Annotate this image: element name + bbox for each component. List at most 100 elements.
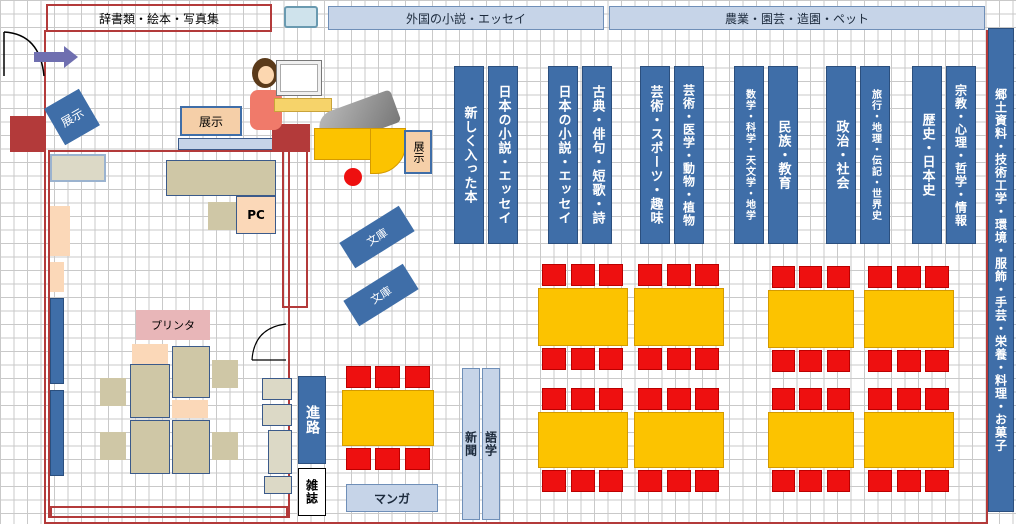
chair — [799, 266, 823, 288]
bottom-bench — [50, 506, 288, 518]
cabinet-4 — [264, 476, 292, 494]
chair — [542, 470, 566, 492]
chair — [826, 266, 850, 288]
chair — [695, 388, 720, 410]
cabinet-2 — [262, 404, 292, 426]
chair — [375, 366, 401, 388]
shelf-arts-sports: 芸術・スポーツ・趣味 — [640, 66, 670, 244]
outer-wall — [44, 30, 988, 524]
cabinet-1 — [262, 378, 292, 400]
reading-table — [634, 288, 724, 346]
red-block-left — [10, 116, 44, 152]
red-stool — [344, 168, 362, 186]
chair — [826, 350, 850, 372]
reading-table — [342, 390, 434, 446]
scanner-desk — [314, 128, 374, 160]
shelf-arts-medicine: 芸術・医学・動物・植物 — [674, 66, 704, 244]
reading-table — [864, 412, 954, 468]
shelf-math-science: 数学・科学・天文学・地学 — [734, 66, 764, 244]
chair — [868, 350, 892, 372]
sign-foreign-novels: 外国の小説・エッセイ — [328, 6, 604, 30]
chair — [404, 366, 430, 388]
chair — [375, 448, 401, 470]
chair — [666, 388, 691, 410]
chair — [542, 348, 566, 370]
shelf-folk-education: 民族・教育 — [768, 66, 798, 244]
table-a2 — [172, 346, 210, 398]
chair — [826, 470, 850, 492]
chair — [896, 350, 921, 372]
magazines-shelf: 雑誌 — [298, 468, 326, 516]
chair — [799, 388, 823, 410]
shelf-jp-novels-2: 日本の小説・エッセイ — [548, 66, 578, 244]
pc-chair — [208, 202, 236, 230]
top-panel — [284, 6, 318, 28]
printer: プリンタ — [136, 310, 210, 340]
entrance-door — [3, 31, 78, 77]
seat-a — [132, 344, 168, 364]
left-panel-2 — [50, 262, 64, 292]
sign-agriculture: 農業・園芸・造園・ペット — [609, 6, 985, 30]
chair — [799, 470, 823, 492]
chair — [772, 388, 795, 410]
chair — [638, 264, 662, 286]
shelf-travel: 旅行・地理・伝記・世界史 — [860, 66, 890, 244]
chair — [896, 266, 921, 288]
shelf-local: 郷土資料・技術工学・環境・服飾・手芸・栄養・料理・お菓子 — [988, 28, 1014, 512]
chair — [925, 388, 950, 410]
chair — [599, 264, 624, 286]
display-counter: 展示 — [180, 106, 242, 136]
left-panel-1 — [50, 206, 70, 256]
chair — [570, 264, 595, 286]
chair — [695, 264, 720, 286]
chair — [570, 348, 595, 370]
chair — [666, 348, 691, 370]
chair — [868, 266, 892, 288]
counter-desk — [166, 160, 276, 196]
shelf-newspaper: 新聞 — [462, 368, 480, 520]
chair — [868, 388, 892, 410]
chair — [868, 470, 892, 492]
shelf-religion: 宗教・心理・哲学・情報 — [946, 66, 976, 244]
chair — [638, 348, 662, 370]
chair-a3 — [212, 360, 238, 388]
chair-a2 — [100, 432, 126, 460]
chair — [772, 470, 795, 492]
chair — [896, 470, 921, 492]
chair — [542, 388, 566, 410]
reading-table — [538, 288, 628, 346]
chair — [346, 366, 371, 388]
left-cabinet — [50, 154, 106, 182]
chair — [666, 264, 691, 286]
cabinet-3 — [268, 430, 292, 474]
chair — [666, 470, 691, 492]
chair — [925, 350, 950, 372]
shelf-language: 語学 — [482, 368, 500, 520]
path-sign: 進路 — [298, 376, 326, 464]
chair-a4 — [212, 432, 238, 460]
shelf-classics: 古典・俳句・短歌・詩 — [582, 66, 612, 244]
chair — [599, 470, 624, 492]
shelf-history: 歴史・日本史 — [912, 66, 942, 244]
chair — [925, 470, 950, 492]
chair — [638, 388, 662, 410]
chair — [542, 264, 566, 286]
table-a3 — [130, 420, 170, 474]
shelf-politics: 政治・社会 — [826, 66, 856, 244]
left-shelf-1 — [50, 298, 64, 384]
chair-a1 — [100, 378, 126, 406]
chair — [638, 470, 662, 492]
manga-shelf: マンガ — [346, 484, 438, 512]
chair — [404, 448, 430, 470]
chair — [772, 266, 795, 288]
reading-table — [864, 290, 954, 348]
counter-top — [178, 138, 278, 150]
chair — [896, 388, 921, 410]
left-shelf-2 — [50, 390, 64, 476]
sign-dictionaries: 辞書類・絵本・写真集 — [46, 4, 272, 32]
shelf-new-books: 新しく入った本 — [454, 66, 484, 244]
reading-table — [768, 290, 854, 348]
pc-desk: PC — [236, 196, 276, 234]
chair — [695, 470, 720, 492]
chair — [599, 388, 624, 410]
